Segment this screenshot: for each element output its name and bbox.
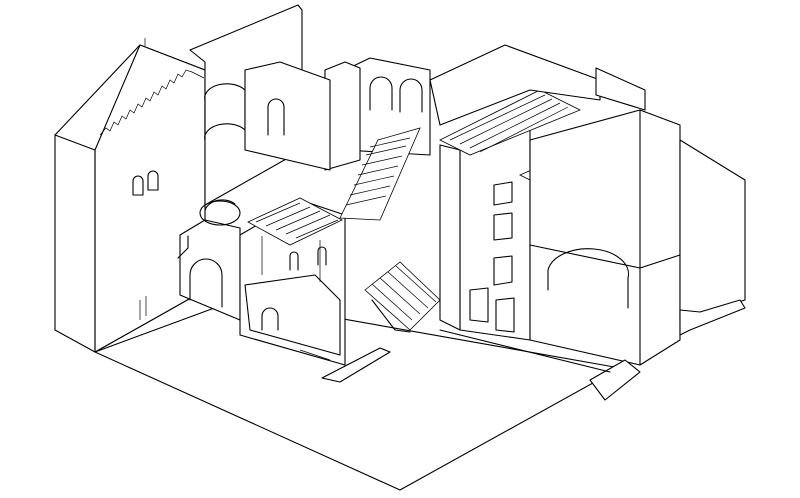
upper-arcade bbox=[244, 57, 431, 171]
timber-roof-frame bbox=[247, 197, 343, 282]
ground-edge bbox=[439, 329, 611, 373]
tall-house bbox=[439, 119, 531, 341]
main-staircase bbox=[339, 127, 421, 221]
church-building bbox=[54, 38, 206, 353]
lower-staircase bbox=[364, 261, 441, 333]
round-arch-chapel bbox=[177, 83, 246, 321]
east-wing bbox=[529, 67, 746, 401]
